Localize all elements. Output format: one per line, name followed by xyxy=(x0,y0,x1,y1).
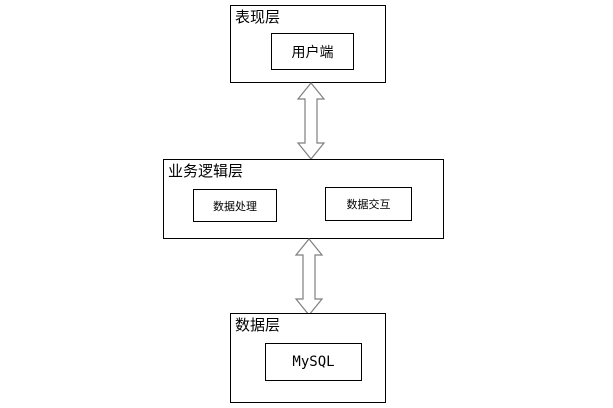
mysql-node: MySQL xyxy=(265,343,362,381)
data-processing-node: 数据处理 xyxy=(193,189,277,222)
double-arrow-top-shape xyxy=(296,82,326,160)
data-interaction-label: 数据交互 xyxy=(346,198,391,211)
presentation-layer-title: 表现层 xyxy=(235,8,281,26)
double-arrow-top xyxy=(296,82,326,160)
presentation-layer-box: 表现层 用户端 xyxy=(230,5,386,83)
client-node: 用户端 xyxy=(271,33,354,70)
data-layer-box: 数据层 MySQL xyxy=(230,313,386,403)
double-arrow-bottom xyxy=(294,238,324,316)
data-processing-label: 数据处理 xyxy=(213,199,257,213)
business-layer-box: 业务逻辑层 数据处理 数据交互 xyxy=(163,159,444,239)
client-label: 用户端 xyxy=(291,44,334,61)
mysql-label: MySQL xyxy=(292,354,335,370)
business-layer-title: 业务逻辑层 xyxy=(168,162,244,180)
data-interaction-node: 数据交互 xyxy=(325,187,412,221)
double-arrow-bottom-shape xyxy=(294,238,324,316)
data-layer-title: 数据层 xyxy=(235,316,281,334)
